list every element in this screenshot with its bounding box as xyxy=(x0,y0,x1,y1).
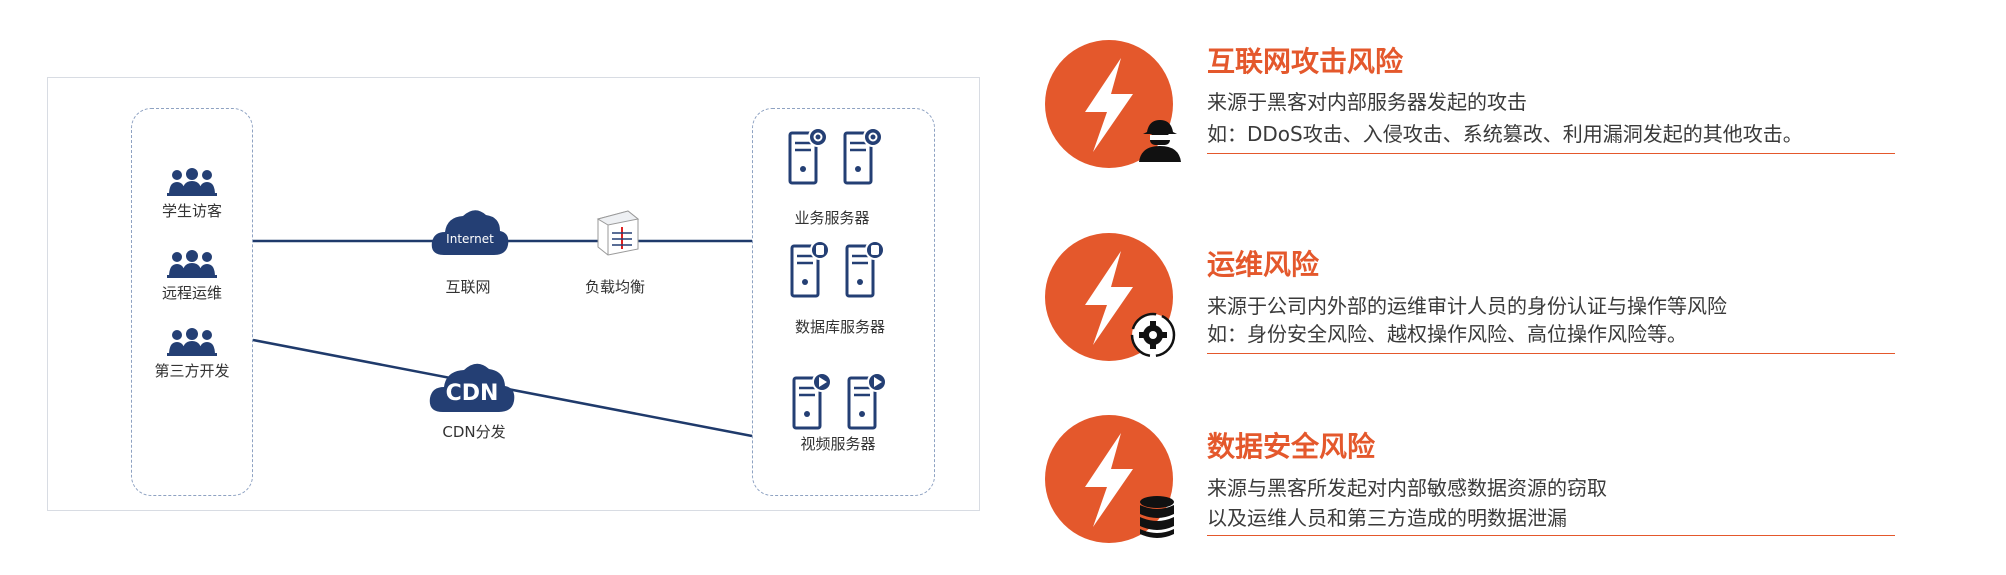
gear-cycle-icon xyxy=(1130,312,1176,358)
cloud-text: CDN xyxy=(445,381,499,406)
user-group-box xyxy=(131,108,253,496)
risk-description-line: 来源与黑客所发起对内部敏感数据资源的窃取 xyxy=(1207,476,1607,500)
risk-title: 互联网攻击风险 xyxy=(1207,45,1404,78)
server-icon xyxy=(790,240,830,298)
user-label: 第三方开发 xyxy=(154,362,230,380)
server-icon xyxy=(843,127,883,185)
users-icon xyxy=(167,168,217,196)
server-label: 数据库服务器 xyxy=(794,318,886,336)
divider xyxy=(1207,153,1895,154)
risk-description-line: 来源于黑客对内部服务器发起的攻击 xyxy=(1207,90,1527,114)
server-icon xyxy=(847,372,887,430)
risk-item-data-security: 数据安全风险 来源与黑客所发起对内部敏感数据资源的窃取 以及运维人员和第三方造成… xyxy=(1045,415,1915,545)
server-label: 业务服务器 xyxy=(794,209,870,227)
database-icon xyxy=(1140,496,1174,538)
network-diagram-frame xyxy=(47,77,980,511)
load-balancer-label: 负载均衡 xyxy=(584,278,646,296)
risk-description-line: 如：DDoS攻击、入侵攻击、系统篡改、利用漏洞发起的其他攻击。 xyxy=(1207,122,1803,146)
internet-label: 互联网 xyxy=(445,278,491,296)
load-balancer-icon xyxy=(596,210,640,256)
risk-description-line: 如：身份安全风险、越权操作风险、高位操作风险等。 xyxy=(1207,322,1687,346)
server-icon xyxy=(792,372,832,430)
hacker-icon xyxy=(1139,120,1181,162)
users-icon xyxy=(167,328,217,356)
user-label: 学生访客 xyxy=(161,202,223,220)
risk-title: 数据安全风险 xyxy=(1207,430,1376,463)
cloud-text: Internet xyxy=(446,232,494,246)
user-label: 远程运维 xyxy=(161,284,223,302)
lightning-icon xyxy=(1045,40,1173,168)
cdn-label: CDN分发 xyxy=(442,423,506,441)
users-icon xyxy=(167,250,217,278)
cloud-icon xyxy=(431,210,509,255)
risk-title: 运维风险 xyxy=(1207,248,1320,281)
divider xyxy=(1207,353,1895,354)
risk-description-line: 来源于公司内外部的运维审计人员的身份认证与操作等风险 xyxy=(1207,294,1727,318)
risk-description-line: 以及运维人员和第三方造成的明数据泄漏 xyxy=(1207,506,1567,530)
server-icon xyxy=(788,127,828,185)
risk-item-ops: 运维风险 来源于公司内外部的运维审计人员的身份认证与操作等风险 如：身份安全风险… xyxy=(1045,233,1915,363)
cloud-icon xyxy=(429,363,515,412)
risk-item-internet-attack: 互联网攻击风险 来源于黑客对内部服务器发起的攻击 如：DDoS攻击、入侵攻击、系… xyxy=(1045,40,1915,168)
server-label: 视频服务器 xyxy=(800,435,876,453)
divider xyxy=(1207,535,1895,536)
server-group-box xyxy=(752,108,935,496)
server-icon xyxy=(845,240,885,298)
